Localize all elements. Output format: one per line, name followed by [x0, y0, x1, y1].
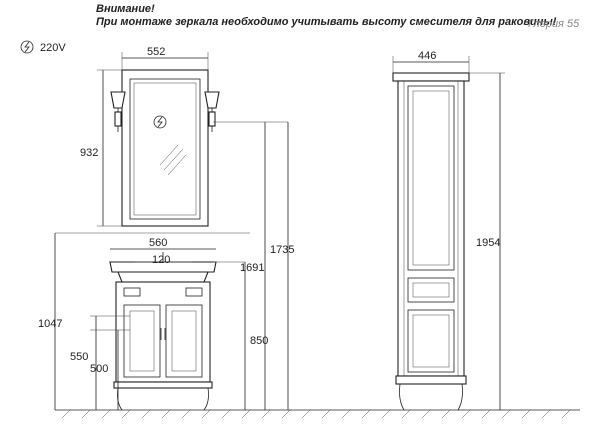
dim-top-height: 1047: [38, 318, 62, 330]
mirror-socket-icon: [153, 115, 167, 129]
dim-mirror-top: 1735: [270, 244, 294, 256]
power-socket-icon: [20, 40, 34, 54]
sink-cabinet: [109, 252, 217, 411]
power-label: 220V: [40, 42, 66, 54]
dim-column-width: 446: [418, 50, 436, 62]
model-name: Глория 55: [528, 18, 580, 30]
mirror: [110, 69, 220, 227]
mirror-lamp-left: [110, 91, 126, 132]
dim-column-height: 1954: [476, 237, 500, 249]
dim-mirror-width: 552: [147, 46, 165, 58]
dim-mirror-bottom: 1691: [240, 262, 264, 274]
dim-tap-offset: 120: [152, 254, 170, 266]
floor-line: [55, 409, 580, 419]
notice-title: Внимание!: [96, 3, 155, 15]
dim-mirror-height: 932: [80, 147, 98, 159]
mirror-lamp-right: [204, 91, 220, 132]
dim-socket-height-2: 500: [90, 363, 108, 375]
column-cabinet: [392, 72, 470, 411]
notice-text: При монтаже зеркала необходимо учитывать…: [96, 16, 557, 28]
dim-sink-width: 560: [149, 237, 167, 249]
dim-socket-height-1: 550: [70, 351, 88, 363]
dim-cabinet-height: 850: [250, 335, 268, 347]
